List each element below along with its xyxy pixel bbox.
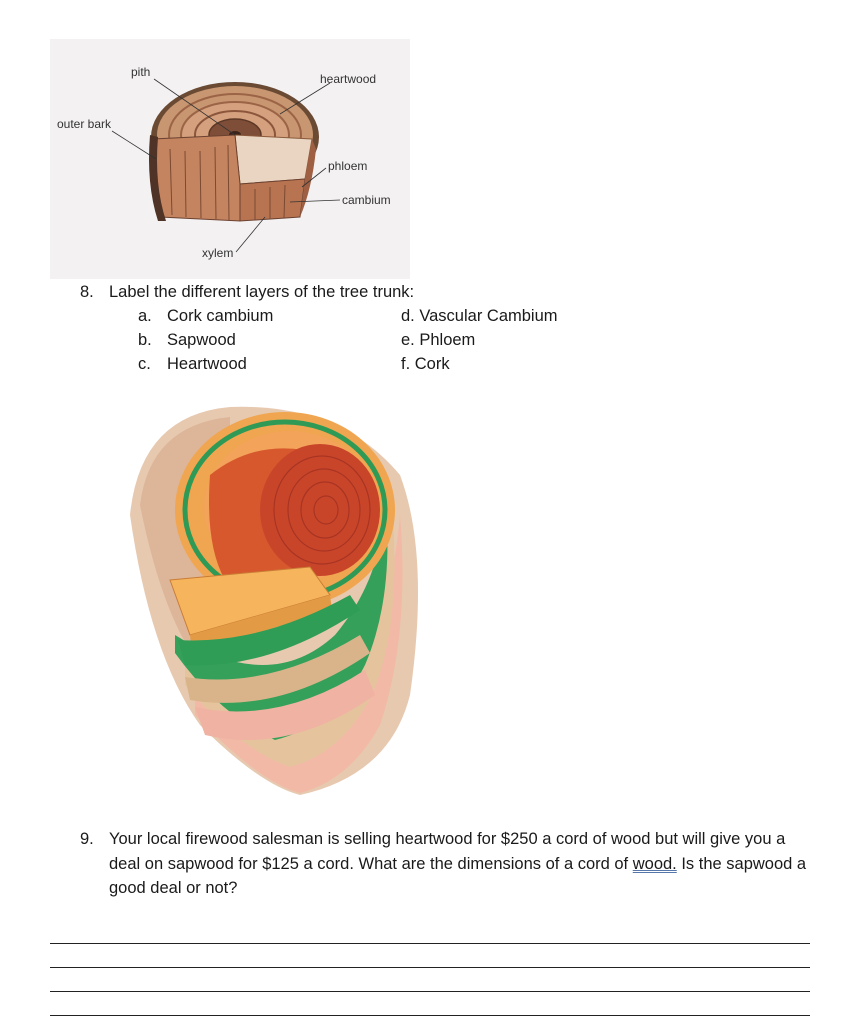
answer-line[interactable] (50, 967, 810, 968)
label-phloem: phloem (328, 159, 368, 173)
label-cambium: cambium (342, 193, 391, 207)
label-pith: pith (131, 65, 151, 79)
option-c-letter: c. (138, 355, 151, 373)
option-f: f. Cork (401, 355, 450, 373)
answer-line[interactable] (50, 1015, 810, 1016)
label-heartwood: heartwood (320, 72, 377, 86)
option-b-text: Sapwood (167, 331, 236, 349)
question-8-number: 8. (80, 283, 94, 301)
option-d: d. Vascular Cambium (401, 307, 558, 325)
trunk-cross-section-illustration (111, 78, 341, 253)
question-9-text-start: Your local firewood salesman is selling … (109, 830, 786, 873)
question-9-underlined-word: wood. (632, 854, 677, 873)
trunk-cross-section-figure: pith heartwood outer bark phloem cambium… (50, 39, 410, 279)
trunk-layers-illustration (130, 406, 418, 795)
option-b-letter: b. (138, 331, 152, 349)
question-9: 9. Your local firewood salesman is selli… (80, 827, 820, 901)
option-a-text: Cork cambium (167, 307, 274, 325)
question-8-prompt: Label the different layers of the tree t… (109, 283, 415, 301)
question-9-text: Your local firewood salesman is selling … (109, 827, 820, 901)
question-9-text-end: Is the sapwood a good deal or not? (109, 854, 807, 898)
answer-line[interactable] (50, 991, 810, 992)
label-outer-bark: outer bark (57, 117, 112, 131)
label-xylem: xylem (202, 246, 234, 260)
answer-line[interactable] (50, 943, 810, 944)
option-e: e. Phloem (401, 331, 476, 349)
option-a-letter: a. (138, 307, 152, 325)
option-c-text: Heartwood (167, 355, 247, 373)
question-9-number: 9. (80, 830, 94, 848)
trunk-layers-figure (110, 395, 430, 800)
